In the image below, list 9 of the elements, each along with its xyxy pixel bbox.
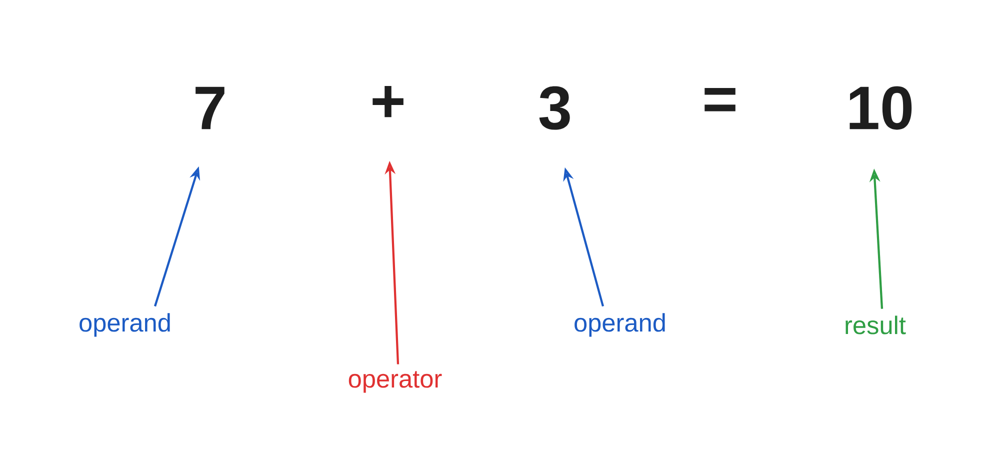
annotation-label: operator — [348, 371, 442, 393]
math-symbol: 10 — [850, 86, 912, 130]
math-symbol: 7 — [196, 86, 224, 130]
annotation-label: operand — [574, 313, 665, 337]
math-symbol: 3 — [539, 86, 570, 130]
annotation-label: result — [846, 316, 906, 334]
annotation-label: operand — [80, 313, 170, 337]
math-symbol: + — [372, 86, 404, 118]
math-symbol: = — [704, 88, 736, 112]
